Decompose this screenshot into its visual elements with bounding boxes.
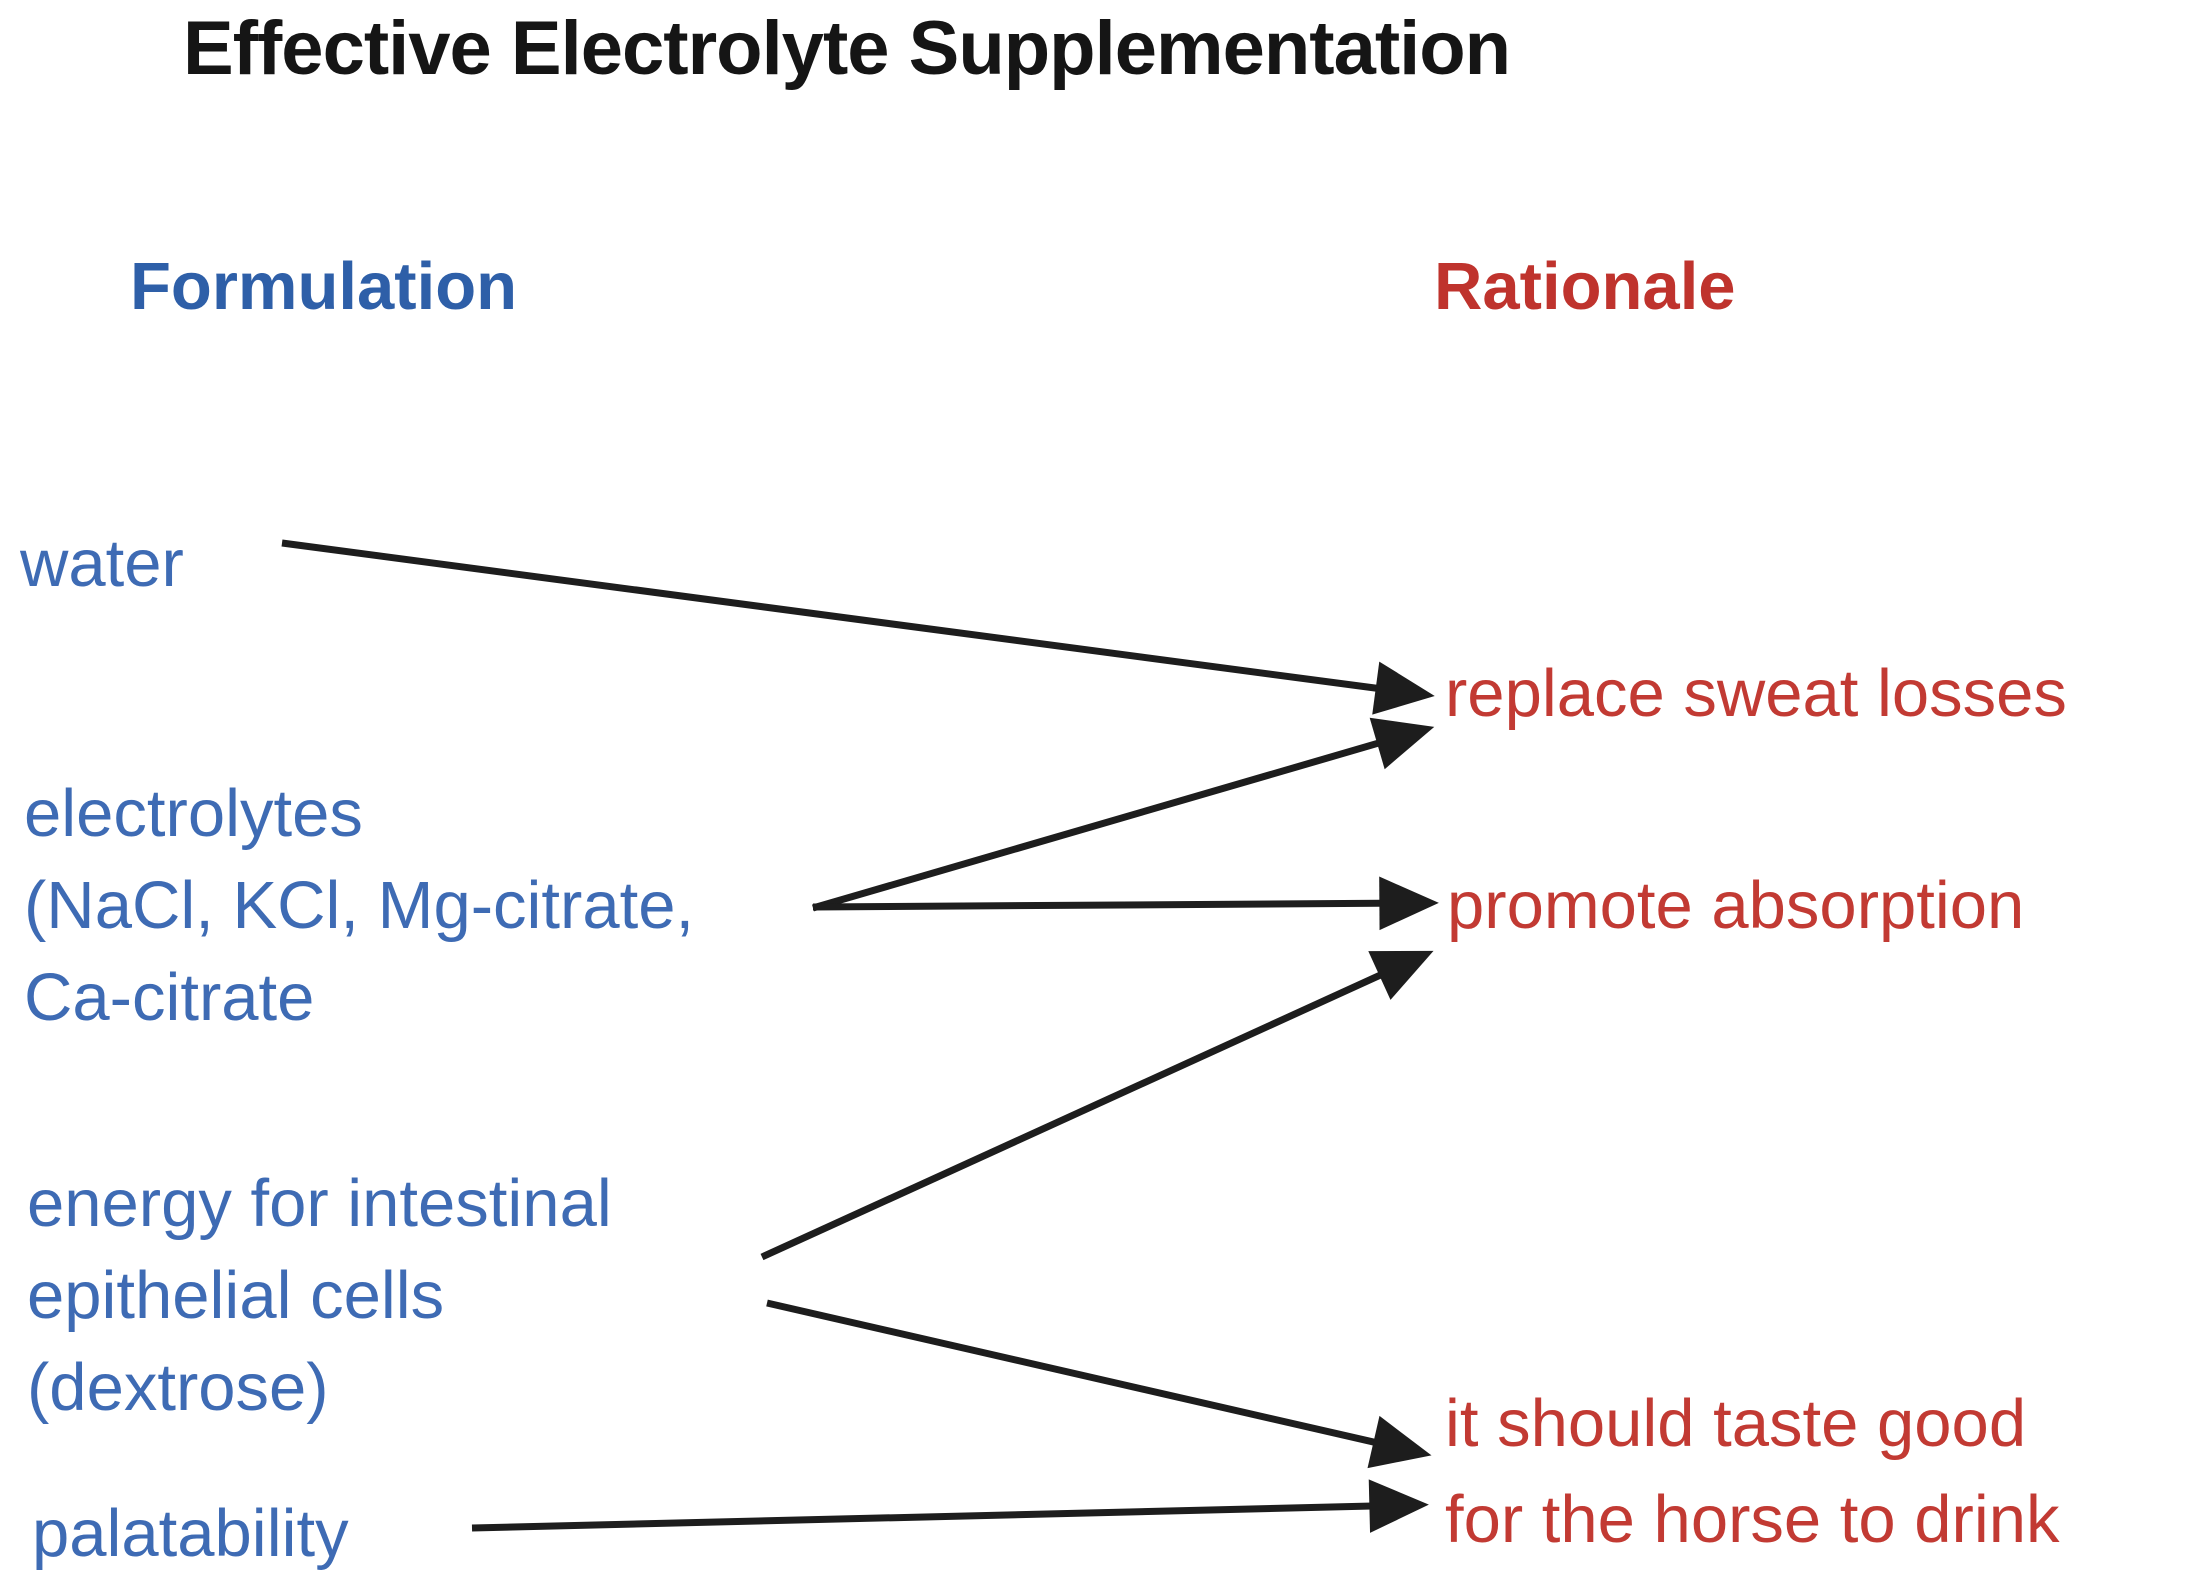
formulation-item-electrolytes: electrolytes (NaCl, KCl, Mg-citrate, Ca-… [24,768,694,1044]
arrow-energy-to-absorption [760,950,1434,1261]
formulation-item-energy: energy for intestinal epithelial cells (… [27,1158,612,1434]
arrow-water-to-replace [281,539,1435,715]
item-line: promote absorption [1447,868,2025,943]
diagram-title: Effective Electrolyte Supplementation [183,6,1511,91]
item-line: (dextrose) [27,1350,329,1425]
rationale-item-promote-absorption: promote absorption [1447,860,2024,952]
item-line: (NaCl, KCl, Mg-citrate, [24,868,695,943]
item-line: Ca-citrate [24,960,315,1035]
arrow-energy-to-taste [766,1299,1432,1469]
formulation-item-palatability: palatability [32,1488,349,1580]
column-header-rationale: Rationale [1434,249,1736,324]
column-header-formulation: Formulation [130,249,518,324]
item-line: replace sweat losses [1445,656,2067,731]
item-line: epithelial cells [27,1258,445,1333]
rationale-item-taste-good: it should taste good for the horse to dr… [1445,1376,2059,1568]
formulation-item-water: water [20,518,184,610]
arrow-electrolytes-to-absorption [812,876,1439,931]
item-line: water [20,526,184,601]
item-line: it should taste good [1445,1386,2027,1461]
item-line: palatability [32,1496,349,1571]
arrow-electrolytes-to-replace [812,717,1435,912]
item-line: for the horse to drink [1445,1482,2060,1557]
item-line: energy for intestinal [27,1166,612,1241]
arrow-palatability-to-taste [471,1479,1429,1533]
rationale-item-replace-sweat-losses: replace sweat losses [1445,648,2067,740]
item-line: electrolytes [24,776,363,851]
